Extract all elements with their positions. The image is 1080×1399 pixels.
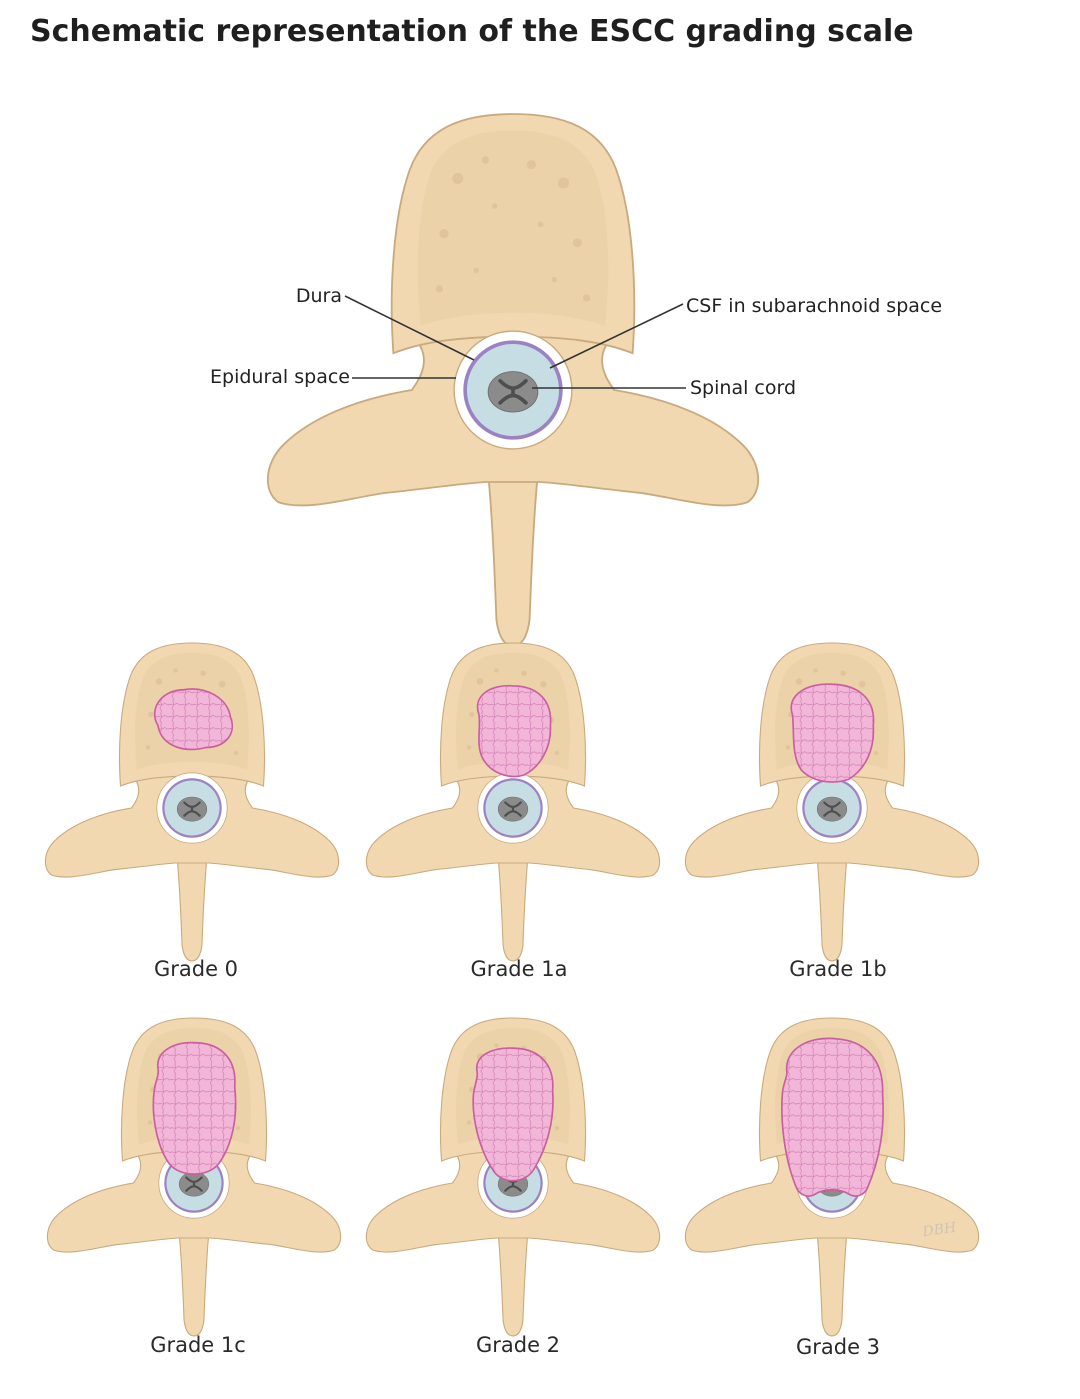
grade-label-1c: Grade 1c	[150, 1333, 246, 1357]
label-dura: Dura	[296, 285, 342, 307]
tumor-grade-2	[472, 1047, 554, 1182]
vertebra-grade-0	[44, 641, 340, 963]
label-spinal-cord: Spinal cord	[690, 377, 796, 399]
tumor-grade-1c	[152, 1041, 237, 1175]
tumor-grade-3	[781, 1037, 884, 1197]
grade-label-0: Grade 0	[154, 957, 238, 981]
vertebra-grade-3	[684, 1016, 980, 1338]
vertebra-grade-1a	[365, 641, 661, 963]
label-csf: CSF in subarachnoid space	[686, 295, 942, 317]
page-title: Schematic representation of the ESCC gra…	[30, 14, 914, 49]
tumor-grade-0	[153, 688, 233, 751]
grade-label-1a: Grade 1a	[471, 957, 568, 981]
tumor-grade-1a	[476, 684, 552, 778]
vertebra-grade-2	[365, 1016, 661, 1338]
leader-lines	[344, 295, 686, 389]
label-epidural-space: Epidural space	[210, 366, 350, 388]
vertebra-grade-1b	[684, 641, 980, 963]
tumor-grade-1b	[790, 683, 875, 783]
grade-label-1b: Grade 1b	[789, 957, 886, 981]
grade-label-2: Grade 2	[476, 1333, 560, 1357]
vertebra-grade-1c	[46, 1016, 342, 1338]
dura-leader	[344, 295, 475, 361]
csf-leader	[549, 303, 684, 369]
grade-label-3: Grade 3	[796, 1335, 880, 1359]
artist-signature: DBH	[921, 1220, 958, 1241]
